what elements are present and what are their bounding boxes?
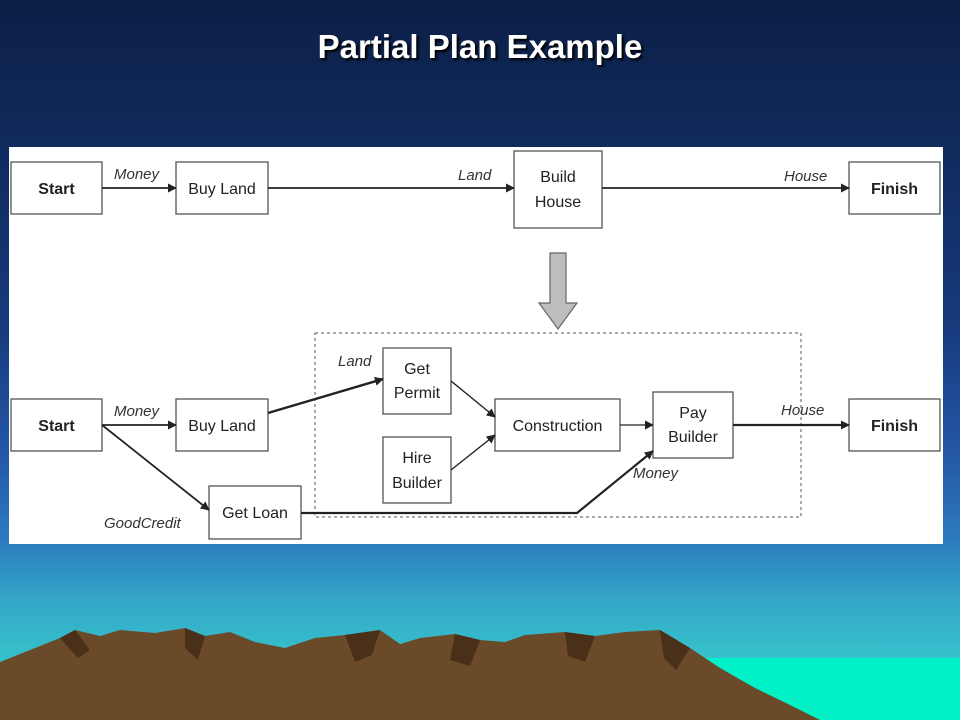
- top-finish-node: Finish: [848, 161, 941, 215]
- top-label-house: House: [784, 168, 827, 185]
- hire-builder-label-1: Hire: [402, 450, 431, 467]
- get-permit-node: Get Permit: [382, 347, 452, 415]
- top-start-label: Start: [38, 181, 75, 198]
- bottom-label-money: Money: [114, 403, 161, 420]
- mountain-scenery: [0, 628, 960, 720]
- get-permit-label-1: Get: [404, 361, 430, 378]
- top-start-node: Start: [10, 161, 103, 215]
- construction-node: Construction: [494, 398, 621, 452]
- get-loan-node: Get Loan: [208, 485, 302, 540]
- bottom-label-land: Land: [338, 353, 372, 370]
- bottom-label-money-loan: Money: [633, 465, 680, 482]
- bottom-buy-land-node: Buy Land: [175, 398, 269, 452]
- mountain-range-shape: [0, 628, 820, 720]
- hire-builder-node: Hire Builder: [382, 436, 452, 504]
- top-build-house-node: Build House: [513, 150, 603, 229]
- construction-label: Construction: [513, 418, 603, 435]
- plan-diagram-panel: Start Buy Land Build House Finish Money …: [9, 147, 943, 544]
- pay-builder-label-2: Builder: [668, 429, 718, 446]
- top-finish-label: Finish: [871, 181, 918, 198]
- refinement-down-arrow: [537, 252, 579, 331]
- top-buy-land-label: Buy Land: [188, 181, 256, 198]
- bottom-edge-hire-construction: [450, 434, 496, 471]
- bottom-buy-land-label: Buy Land: [188, 418, 256, 435]
- bottom-edge-getloan-pay: [301, 450, 654, 515]
- mountain-shadow-shape: [60, 628, 690, 670]
- bottom-label-house: House: [781, 402, 824, 419]
- bottom-start-node: Start: [10, 398, 103, 452]
- top-buy-land-node: Buy Land: [175, 161, 269, 215]
- bottom-edge-permit-construction: [450, 380, 496, 418]
- plan-diagram: Start Buy Land Build House Finish Money …: [10, 150, 941, 540]
- get-loan-label: Get Loan: [222, 505, 288, 522]
- slide-title: Partial Plan Example: [317, 28, 643, 65]
- hire-builder-label-2: Builder: [392, 475, 442, 492]
- top-label-land: Land: [458, 167, 492, 184]
- bottom-start-label: Start: [38, 418, 75, 435]
- bottom-edge-start-getloan: [101, 424, 210, 511]
- bottom-label-goodcredit: GoodCredit: [104, 515, 182, 532]
- top-build-house-label-2: House: [535, 194, 581, 211]
- pay-builder-node: Pay Builder: [652, 391, 734, 459]
- bottom-finish-label: Finish: [871, 418, 918, 435]
- get-permit-label-2: Permit: [394, 385, 441, 402]
- bottom-edge-buyland-permit: [267, 376, 384, 415]
- top-build-house-label-1: Build: [540, 169, 576, 186]
- pay-builder-label-1: Pay: [679, 405, 707, 422]
- top-label-money: Money: [114, 166, 161, 183]
- bottom-finish-node: Finish: [848, 398, 941, 452]
